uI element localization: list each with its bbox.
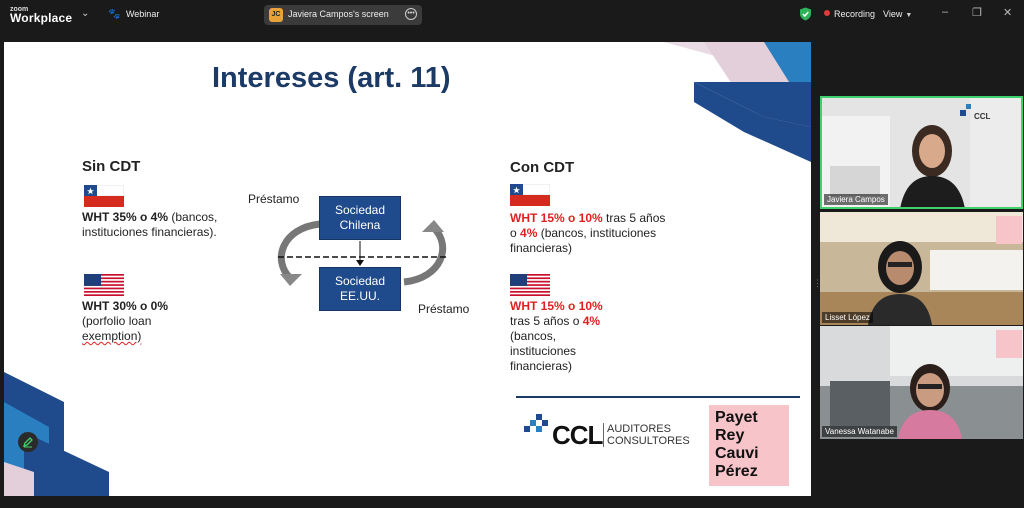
screen-share-indicator[interactable]: JC Javiera Campos's screen ••• xyxy=(264,5,422,25)
recording-dot-icon xyxy=(824,10,830,16)
prestamo-label-bottom: Préstamo xyxy=(418,302,470,316)
tile-ccl-watermark: CCL xyxy=(974,112,991,121)
chile-flag-icon xyxy=(510,184,550,206)
con-cdt-chile-text: WHT 15% o 10% tras 5 años o 4% (bancos, … xyxy=(510,211,666,255)
participant-name: Lisset López xyxy=(822,312,873,323)
panel-resize-handle[interactable]: ⋮ xyxy=(813,278,822,288)
participant-name: Javiera Campos xyxy=(824,194,888,205)
con-cdt-usa-text: WHT 15% o 10% tras 5 años o 4% (bancos, … xyxy=(510,299,603,373)
loan-arrows-diagram xyxy=(277,220,447,286)
participant-name: Vanessa Watanabe xyxy=(822,426,897,437)
con-cdt-heading: Con CDT xyxy=(510,159,575,176)
restore-icon[interactable]: ❐ xyxy=(972,7,982,19)
video-tile-lisset[interactable]: Lisset López xyxy=(820,212,1023,325)
ccl-squares-icon xyxy=(524,414,548,432)
view-label: View xyxy=(883,9,903,19)
video-tile-vanessa[interactable]: Vanessa Watanabe xyxy=(820,326,1023,439)
usa-flag-icon xyxy=(510,274,550,296)
slide-decorations xyxy=(4,42,811,496)
zoom-workplace-logo[interactable]: zoom Workplace xyxy=(10,5,73,25)
prestamo-label-top: Préstamo xyxy=(248,192,300,206)
sociedad-chilena-box: Sociedad Chilena xyxy=(319,196,401,240)
chevron-down-icon[interactable]: ⌄ xyxy=(81,8,90,19)
sin-cdt-usa-text: WHT 30% o 0% (porfolio loan exemption) xyxy=(82,299,169,343)
logo-line1: zoom xyxy=(10,6,29,13)
paw-icon: 🐾 xyxy=(108,9,121,20)
sin-cdt-heading: Sin CDT xyxy=(82,158,141,175)
share-label: Javiera Campos's screen xyxy=(288,9,389,19)
video-feed xyxy=(822,98,1021,207)
pencil-icon xyxy=(22,437,33,448)
sin-cdt-chile-text: WHT 35% o 4% (bancos, instituciones fina… xyxy=(82,210,218,239)
video-feed xyxy=(820,212,1023,325)
video-tile-javiera[interactable]: CCL Javiera Campos xyxy=(820,96,1023,209)
payet-logo: Payet Rey Cauvi Pérez xyxy=(709,405,789,486)
webinar-button[interactable]: 🐾 Webinar xyxy=(108,9,159,20)
ccl-subtitle: AUDITORES CONSULTORES xyxy=(603,423,690,447)
ccl-wordmark: CCL xyxy=(552,420,603,450)
shared-slide: Intereses (art. 11) Sin CDT WHT 35% o 4%… xyxy=(4,42,811,496)
chile-flag-icon xyxy=(84,185,124,207)
sociedad-eeuu-box: Sociedad EE.UU. xyxy=(319,267,401,311)
down-arrow-icon xyxy=(356,241,364,266)
meeting-topbar: zoom Workplace ⌄ 🐾 Webinar JC Javiera Ca… xyxy=(0,0,1024,30)
usa-flag-icon xyxy=(84,274,124,296)
video-feed xyxy=(820,326,1023,439)
logo-line2: Workplace xyxy=(10,11,73,25)
recording-label: Recording xyxy=(834,9,876,19)
chevron-down-icon: ▼ xyxy=(905,12,913,19)
slide-divider xyxy=(516,396,800,398)
close-icon[interactable]: ✕ xyxy=(1003,7,1013,19)
annotate-pencil-button[interactable] xyxy=(18,432,38,452)
minimize-icon[interactable]: – xyxy=(942,6,949,18)
more-options-icon[interactable]: ••• xyxy=(405,8,417,20)
view-menu-button[interactable]: View▼ xyxy=(883,9,912,19)
slide-title: Intereses (art. 11) xyxy=(212,62,451,94)
security-shield-icon[interactable] xyxy=(799,7,812,21)
sharer-avatar: JC xyxy=(269,8,283,22)
recording-indicator[interactable]: Recording xyxy=(824,9,875,19)
webinar-label: Webinar xyxy=(125,9,160,19)
